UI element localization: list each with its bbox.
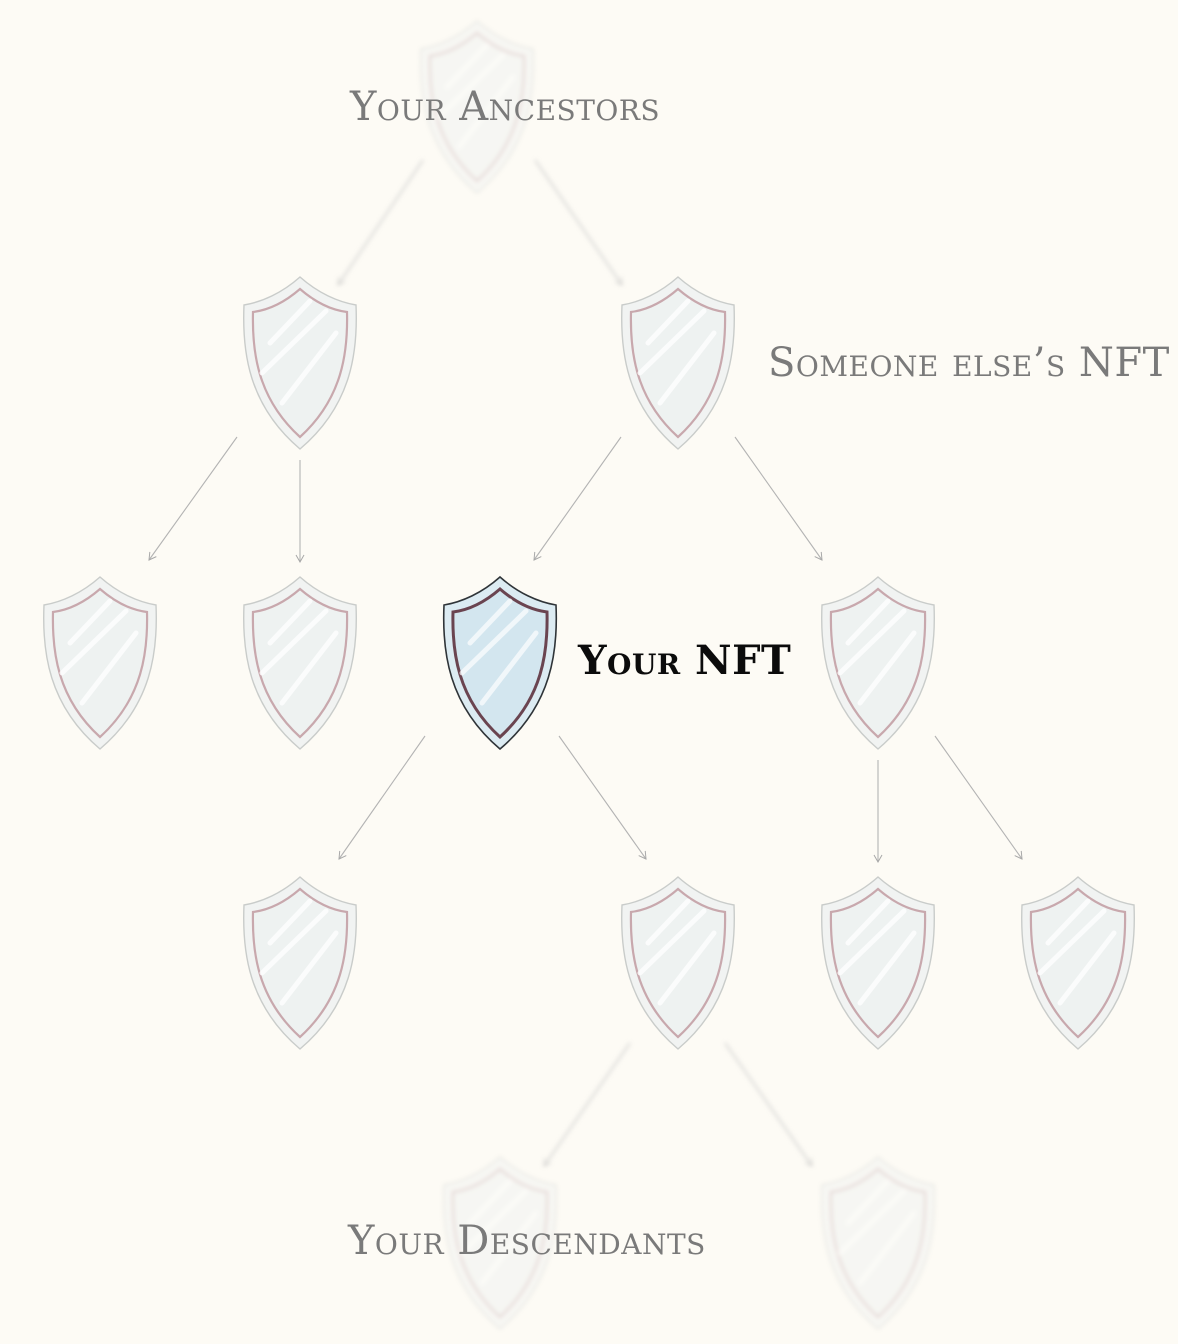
arrow-l2-d-to-l3-d [934, 735, 1023, 860]
shield-icon-l3-b [620, 876, 736, 1050]
shield-icon-l3-c [820, 876, 936, 1050]
shield-icon-l4-b [820, 1156, 936, 1330]
ancestors-label: Your Ancestors [350, 84, 661, 130]
arrow-root-to-l1-right [533, 159, 624, 286]
arrow-l1-left-to-l2-a [148, 436, 238, 561]
shield-icon-l2-b [242, 576, 358, 750]
shield-icon-l1-left [242, 276, 358, 450]
arrow-your-nft-to-l3-a [338, 735, 426, 860]
arrow-l1-right-to-l2-d [734, 436, 823, 561]
arrow-your-nft-to-l3-b [558, 735, 647, 860]
shield-icon-l3-d [1020, 876, 1136, 1050]
descendants-label: Your Descendants [348, 1218, 706, 1264]
shield-icon-root [419, 20, 535, 194]
shield-icon-your-nft [442, 575, 558, 751]
shield-icon-l3-a [242, 876, 358, 1050]
shield-icon-l2-a [42, 576, 158, 750]
arrow-l3-b-to-l4-b [723, 1042, 814, 1167]
arrow-root-to-l1-left [336, 159, 425, 286]
shield-icon-l2-d [820, 576, 936, 750]
shield-icon-l1-right [620, 276, 736, 450]
arrow-l3-b-to-l4-a [542, 1042, 632, 1167]
arrow-l1-right-to-your-nft [533, 436, 622, 561]
shield-icon-l4-a [442, 1156, 558, 1330]
your-nft-label: Your NFT [578, 637, 792, 684]
someone-elses-nft-label: Someone else’s NFT [768, 340, 1170, 386]
